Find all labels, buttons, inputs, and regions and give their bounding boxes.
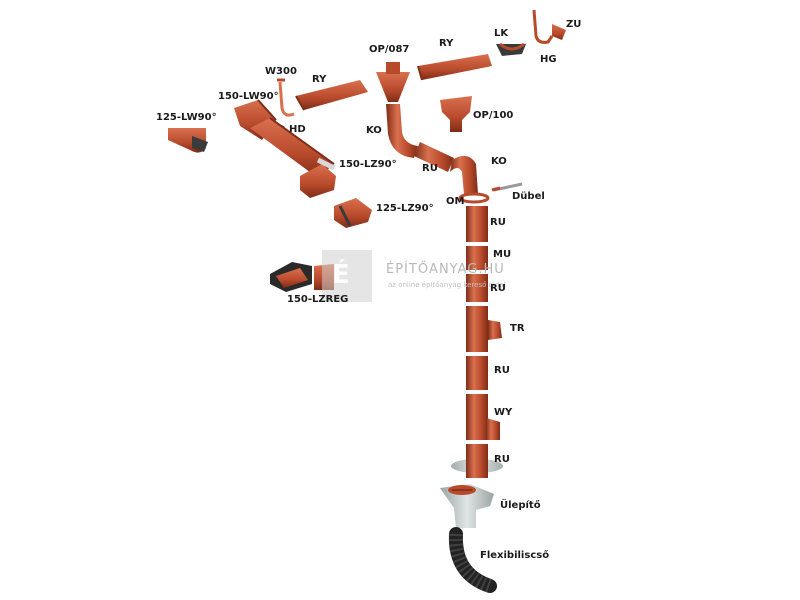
watermark-logo-box (322, 250, 372, 302)
label-flexibiliscso: Flexibiliscső (480, 550, 550, 561)
label-150-lz90: 150-LZ90° (339, 159, 397, 170)
label-ko-upper: KO (366, 125, 382, 136)
pipe-ru-diagonal (414, 142, 454, 172)
elbow-ko-upper (386, 104, 418, 158)
label-125-lw90: 125-LW90° (156, 112, 217, 123)
hook-hg (532, 9, 554, 44)
label-tr: TR (510, 323, 525, 334)
label-om: OM (446, 196, 465, 207)
watermark: É ÉPÍTŐANYAG.HU az online építőanyag ker… (322, 250, 562, 302)
label-ru-diagonal: RU (422, 163, 438, 174)
gutter-hook-w300 (277, 78, 295, 117)
watermark-title: ÉPÍTŐANYAG.HU (386, 262, 505, 277)
gutter-corner-150-lz90 (300, 157, 336, 198)
label-125-lz90: 125-LZ90° (376, 203, 434, 214)
dowel-dubel (491, 182, 523, 192)
gutter-long-section (250, 117, 335, 178)
label-150-lw90: 150-LW90° (218, 91, 279, 102)
label-ry-left: RY (312, 74, 327, 85)
elbow-ko-lower (450, 155, 478, 194)
label-150-lzreg: 150-LZREG (287, 294, 349, 305)
label-w300: W300 (265, 66, 297, 77)
flexible-hose (448, 527, 497, 593)
label-wy: WY (494, 407, 513, 418)
label-ru-3: RU (494, 365, 510, 376)
gutter-ry-top (417, 54, 492, 81)
branch-wy (466, 394, 500, 440)
label-ru-2: RU (490, 283, 506, 294)
end-cap-lk (496, 42, 526, 56)
gutter-corner-125-lz90 (334, 198, 372, 228)
label-ry-top: RY (439, 38, 454, 49)
outlet-op100 (440, 96, 472, 132)
pipe-ru-2 (466, 274, 488, 302)
label-zu: ZU (566, 19, 582, 30)
label-dubel: Dübel (512, 191, 545, 202)
label-ru-1: RU (490, 217, 506, 228)
outlet-op087 (376, 62, 410, 102)
pipe-ru-3 (466, 356, 488, 390)
label-hd: HD (289, 124, 306, 135)
label-hg: HG (540, 54, 557, 65)
pipe-ru-1 (466, 206, 488, 242)
label-op087: OP/087 (369, 44, 410, 55)
watermark-subtitle: az online építőanyag kereső oldal (388, 281, 506, 289)
coupler-mu (466, 246, 488, 270)
label-ko-lower: KO (491, 156, 507, 167)
label-ru-4: RU (494, 454, 510, 465)
gutter-corner-125-lw90 (168, 128, 208, 153)
label-ulepito: Ülepítő (500, 500, 541, 511)
clamp-om (458, 192, 490, 204)
label-mu: MU (493, 249, 512, 260)
branch-tr (466, 306, 502, 352)
pipe-ru-4 (451, 444, 503, 478)
label-op100: OP/100 (473, 110, 514, 121)
gutter-ry-left (295, 80, 368, 111)
label-lk: LK (494, 28, 509, 39)
sediment-trap-ulepito (440, 484, 494, 528)
end-cap-zu (552, 24, 566, 40)
watermark-logo: É (332, 260, 350, 290)
